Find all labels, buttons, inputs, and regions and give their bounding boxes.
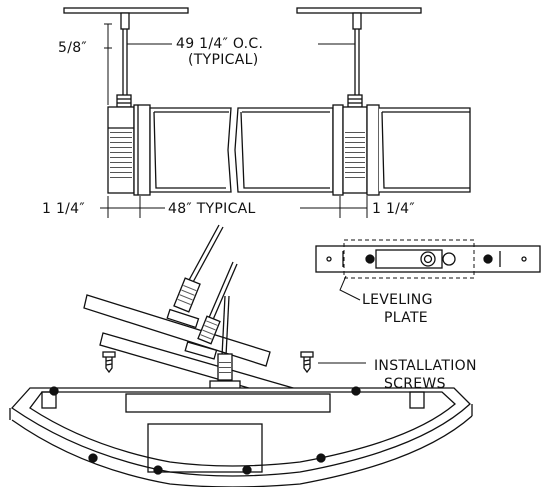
drop-label: 5/8″ [58,40,87,56]
fixture-housing [9,386,473,488]
leveling-plate-label-line2: PLATE [384,310,428,326]
end-cap-right [342,106,368,194]
cable-gripper-left [116,94,132,108]
leveling-plate-label-line1: LEVELING [362,292,433,308]
installation-screw-left [102,351,116,374]
right-end-label: 1 1/4″ [372,201,415,217]
stem-cap-left [120,12,130,30]
fixture-section-right [379,107,471,193]
exploded-gripper-2 [184,315,221,360]
stem-cap-right [352,12,362,30]
screws-label-line1: INSTALLATION [374,358,477,374]
ceiling-canopy-right [296,7,422,14]
fixture-section-left [149,107,232,193]
middle-label: 48″ TYPICAL [168,201,256,217]
screws-label-line2: SCREWS [384,376,446,392]
end-cap-left [107,106,135,194]
installation-screw-right [300,351,314,374]
ceiling-canopy-left [63,7,189,14]
spacing-note: (TYPICAL) [188,52,258,68]
exploded-gripper-1 [166,277,201,329]
cable-gripper-right [347,94,363,108]
spacing-label: 49 1/4″ O.C. [176,36,263,52]
left-end-label: 1 1/4″ [42,201,85,217]
fixture-section-middle [234,107,334,193]
leveling-plate [315,239,541,279]
exploded-gripper-3 [209,353,241,390]
